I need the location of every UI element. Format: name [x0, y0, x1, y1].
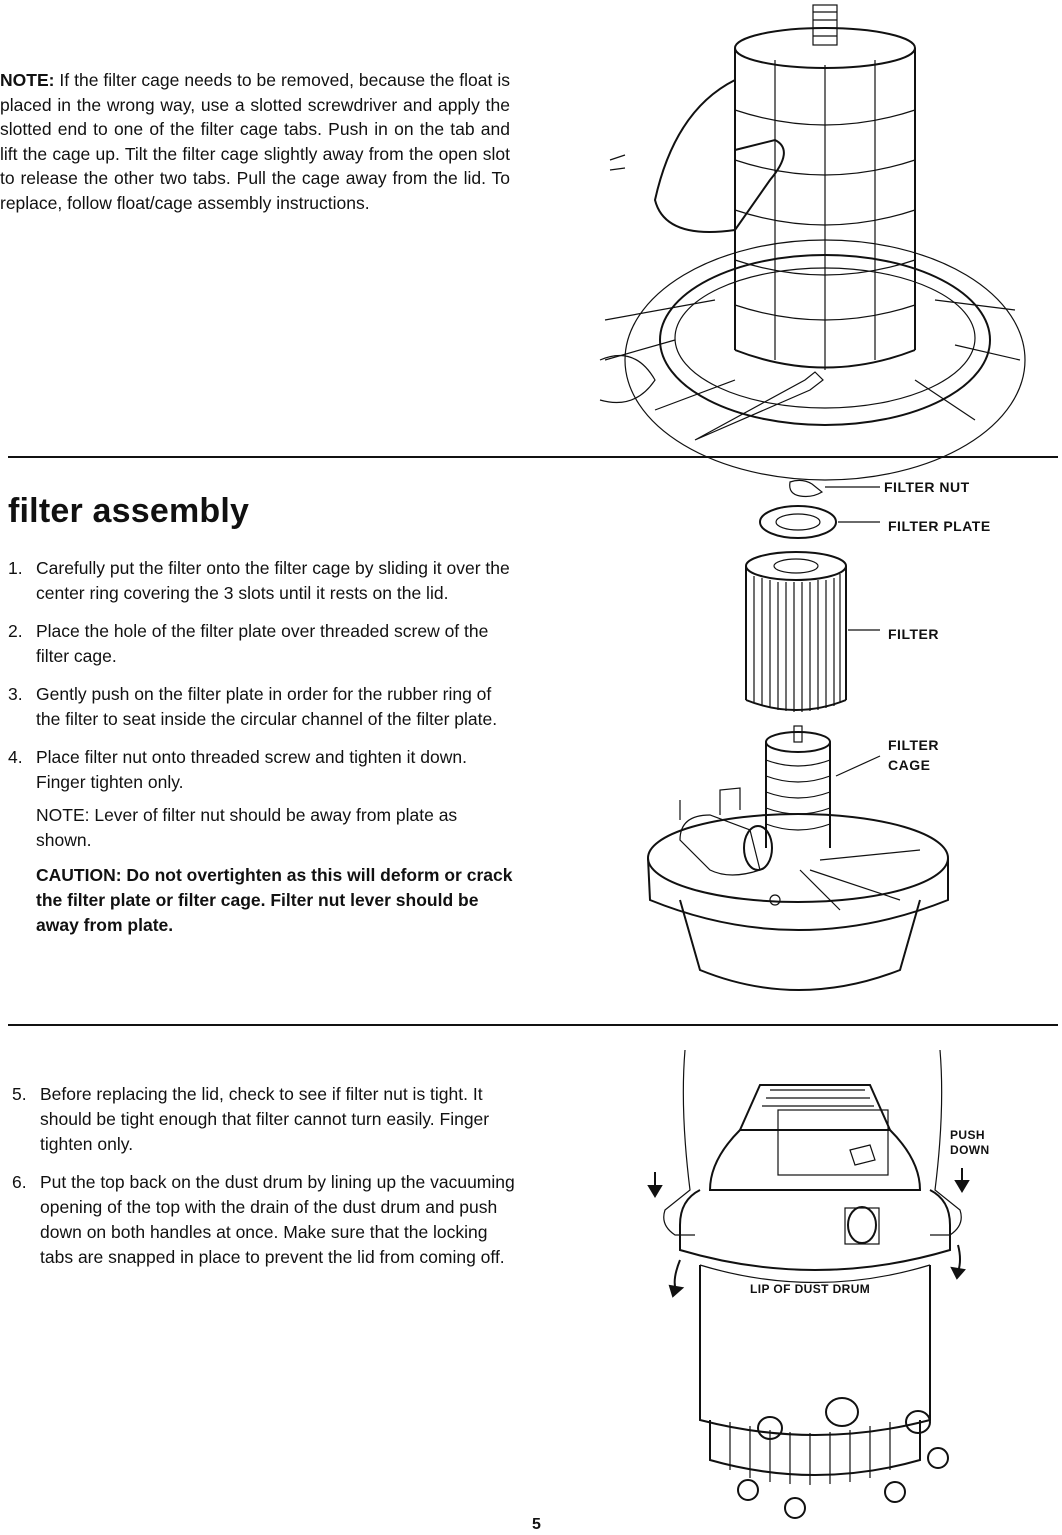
- note-text: If the filter cage needs to be removed, …: [0, 70, 510, 213]
- filter-assembly-exploded-diagram: [647, 479, 949, 991]
- vacuum-drum-illustration: [647, 1049, 970, 1519]
- label-lip-of-dust-drum: LIP OF DUST DRUM: [750, 1282, 871, 1296]
- note-label: NOTE:: [0, 70, 55, 90]
- label-filter-nut: FILTER NUT: [884, 479, 970, 495]
- note-filter-nut-lever: NOTE: Lever of filter nut should be away…: [36, 805, 458, 850]
- step-1: 1.Carefully put the filter onto the filt…: [8, 558, 510, 603]
- divider-bottom: [8, 1024, 1058, 1026]
- step-6: 6.Put the top back on the dust drum by l…: [12, 1172, 515, 1267]
- label-push-down-line1: PUSH: [950, 1128, 985, 1142]
- label-filter-cage-line2: CAGE: [888, 757, 931, 773]
- caution-overtighten: CAUTION: Do not overtighten as this will…: [36, 865, 513, 935]
- label-filter-cage-line1: FILTER: [888, 737, 939, 753]
- step-3: 3.Gently push on the filter plate in ord…: [8, 684, 498, 729]
- filter-cage-removal-illustration: [599, 4, 1026, 481]
- section-title: filter assembly: [8, 492, 250, 530]
- step-2: 2.Place the hole of the filter plate ove…: [8, 621, 489, 666]
- steps-group-1: 1.Carefully put the filter onto the filt…: [8, 556, 514, 948]
- divider-top: [8, 456, 1058, 458]
- label-filter-plate: FILTER PLATE: [888, 518, 991, 534]
- label-push-down-line2: DOWN: [950, 1143, 990, 1157]
- steps-group-2: 5.Before replacing the lid, check to see…: [12, 1082, 517, 1283]
- step-5: 5.Before replacing the lid, check to see…: [12, 1084, 490, 1154]
- label-filter: FILTER: [888, 626, 939, 642]
- page-number: 5: [532, 1516, 541, 1533]
- note-filter-cage-removal: NOTE: If the filter cage needs to be rem…: [0, 68, 510, 216]
- step-4: 4.Place filter nut onto threaded screw a…: [8, 747, 467, 792]
